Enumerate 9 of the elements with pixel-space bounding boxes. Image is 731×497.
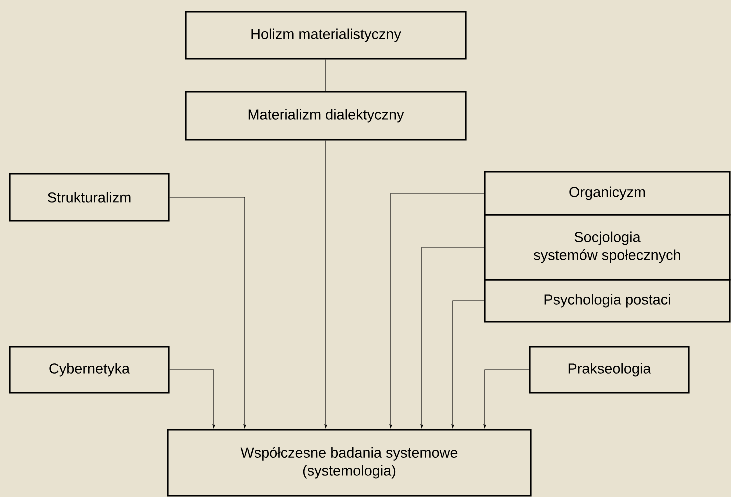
concept-box: Psychologia postaci <box>484 279 731 323</box>
concept-box: Strukturalizm <box>9 173 170 222</box>
concept-box: Prakseologia <box>529 346 690 394</box>
concept-box: Organicyzm <box>484 171 731 216</box>
concept-box: Cybernetyka <box>9 346 170 394</box>
concept-box: Holizm materialistyczny <box>185 11 467 60</box>
title-box: Współczesne badania systemowe (systemologia) <box>167 429 532 497</box>
concept-box: Materializm dialektyczny <box>185 91 467 141</box>
concept-box: Socjologia systemów społecznych <box>484 214 731 281</box>
